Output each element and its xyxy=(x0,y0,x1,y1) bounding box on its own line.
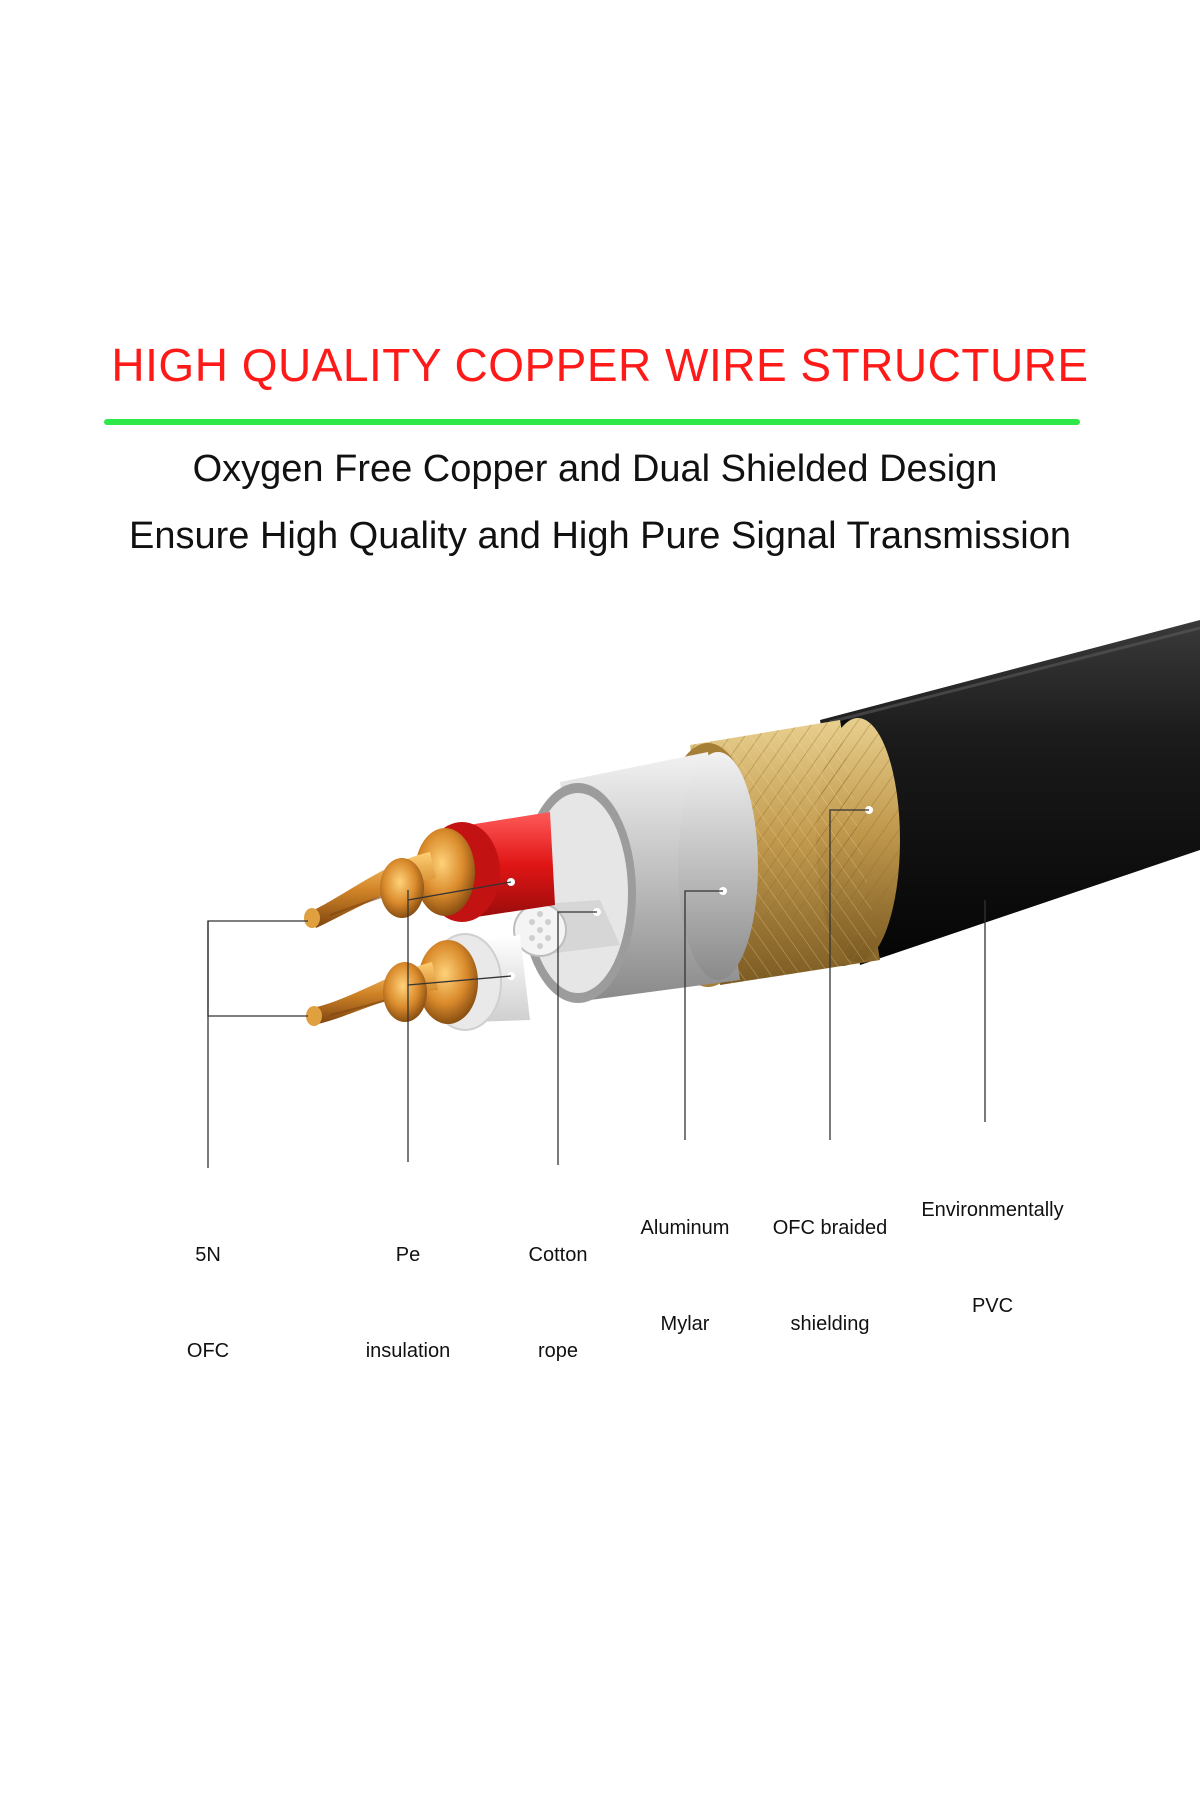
title-underline xyxy=(104,419,1080,425)
aluminum-foil-layer xyxy=(520,752,758,1003)
label-environmentally-pvc: Environmentally PVC xyxy=(905,1130,1080,1354)
label-5n-ofc-line1: 5N xyxy=(195,1244,221,1266)
label-pe-insulation-line2: insulation xyxy=(365,1340,451,1362)
label-ofc-braided-shielding-line1: OFC braided xyxy=(772,1217,888,1239)
label-aluminum-mylar-line2: Mylar xyxy=(660,1313,710,1335)
label-ofc-braided-shielding: OFC braided shielding xyxy=(755,1148,905,1372)
label-environmentally-pvc-line2: PVC xyxy=(971,1295,1014,1317)
copper-strands-upper xyxy=(304,852,436,928)
label-5n-ofc: 5N OFC xyxy=(158,1175,258,1399)
red-insulated-conductor xyxy=(415,812,555,922)
white-insulated-conductor xyxy=(418,933,530,1031)
subtitle-line-1: Oxygen Free Copper and Dual Shielded Des… xyxy=(192,448,998,490)
subtitle-line-2: Ensure High Quality and High Pure Signal… xyxy=(128,515,1072,557)
copper-strands-lower xyxy=(306,962,438,1026)
label-5n-ofc-line2: OFC xyxy=(186,1340,230,1362)
label-cotton-rope-line1: Cotton xyxy=(528,1244,588,1266)
page-title: HIGH QUALITY COPPER WIRE STRUCTURE xyxy=(111,339,1089,391)
label-pe-insulation-line1: Pe xyxy=(395,1244,421,1266)
label-ofc-braided-shielding-line2: shielding xyxy=(790,1313,870,1335)
label-cotton-rope: Cotton rope xyxy=(508,1175,608,1399)
label-pe-insulation: Pe insulation xyxy=(343,1175,473,1399)
label-environmentally-pvc-line1: Environmentally xyxy=(921,1199,1064,1221)
label-aluminum-mylar: Aluminum Mylar xyxy=(620,1148,750,1372)
label-cotton-rope-line2: rope xyxy=(537,1340,579,1362)
cable-cross-section-illustration xyxy=(207,620,1200,1168)
callout-leader-lines xyxy=(207,809,986,1168)
label-aluminum-mylar-line1: Aluminum xyxy=(640,1217,730,1239)
